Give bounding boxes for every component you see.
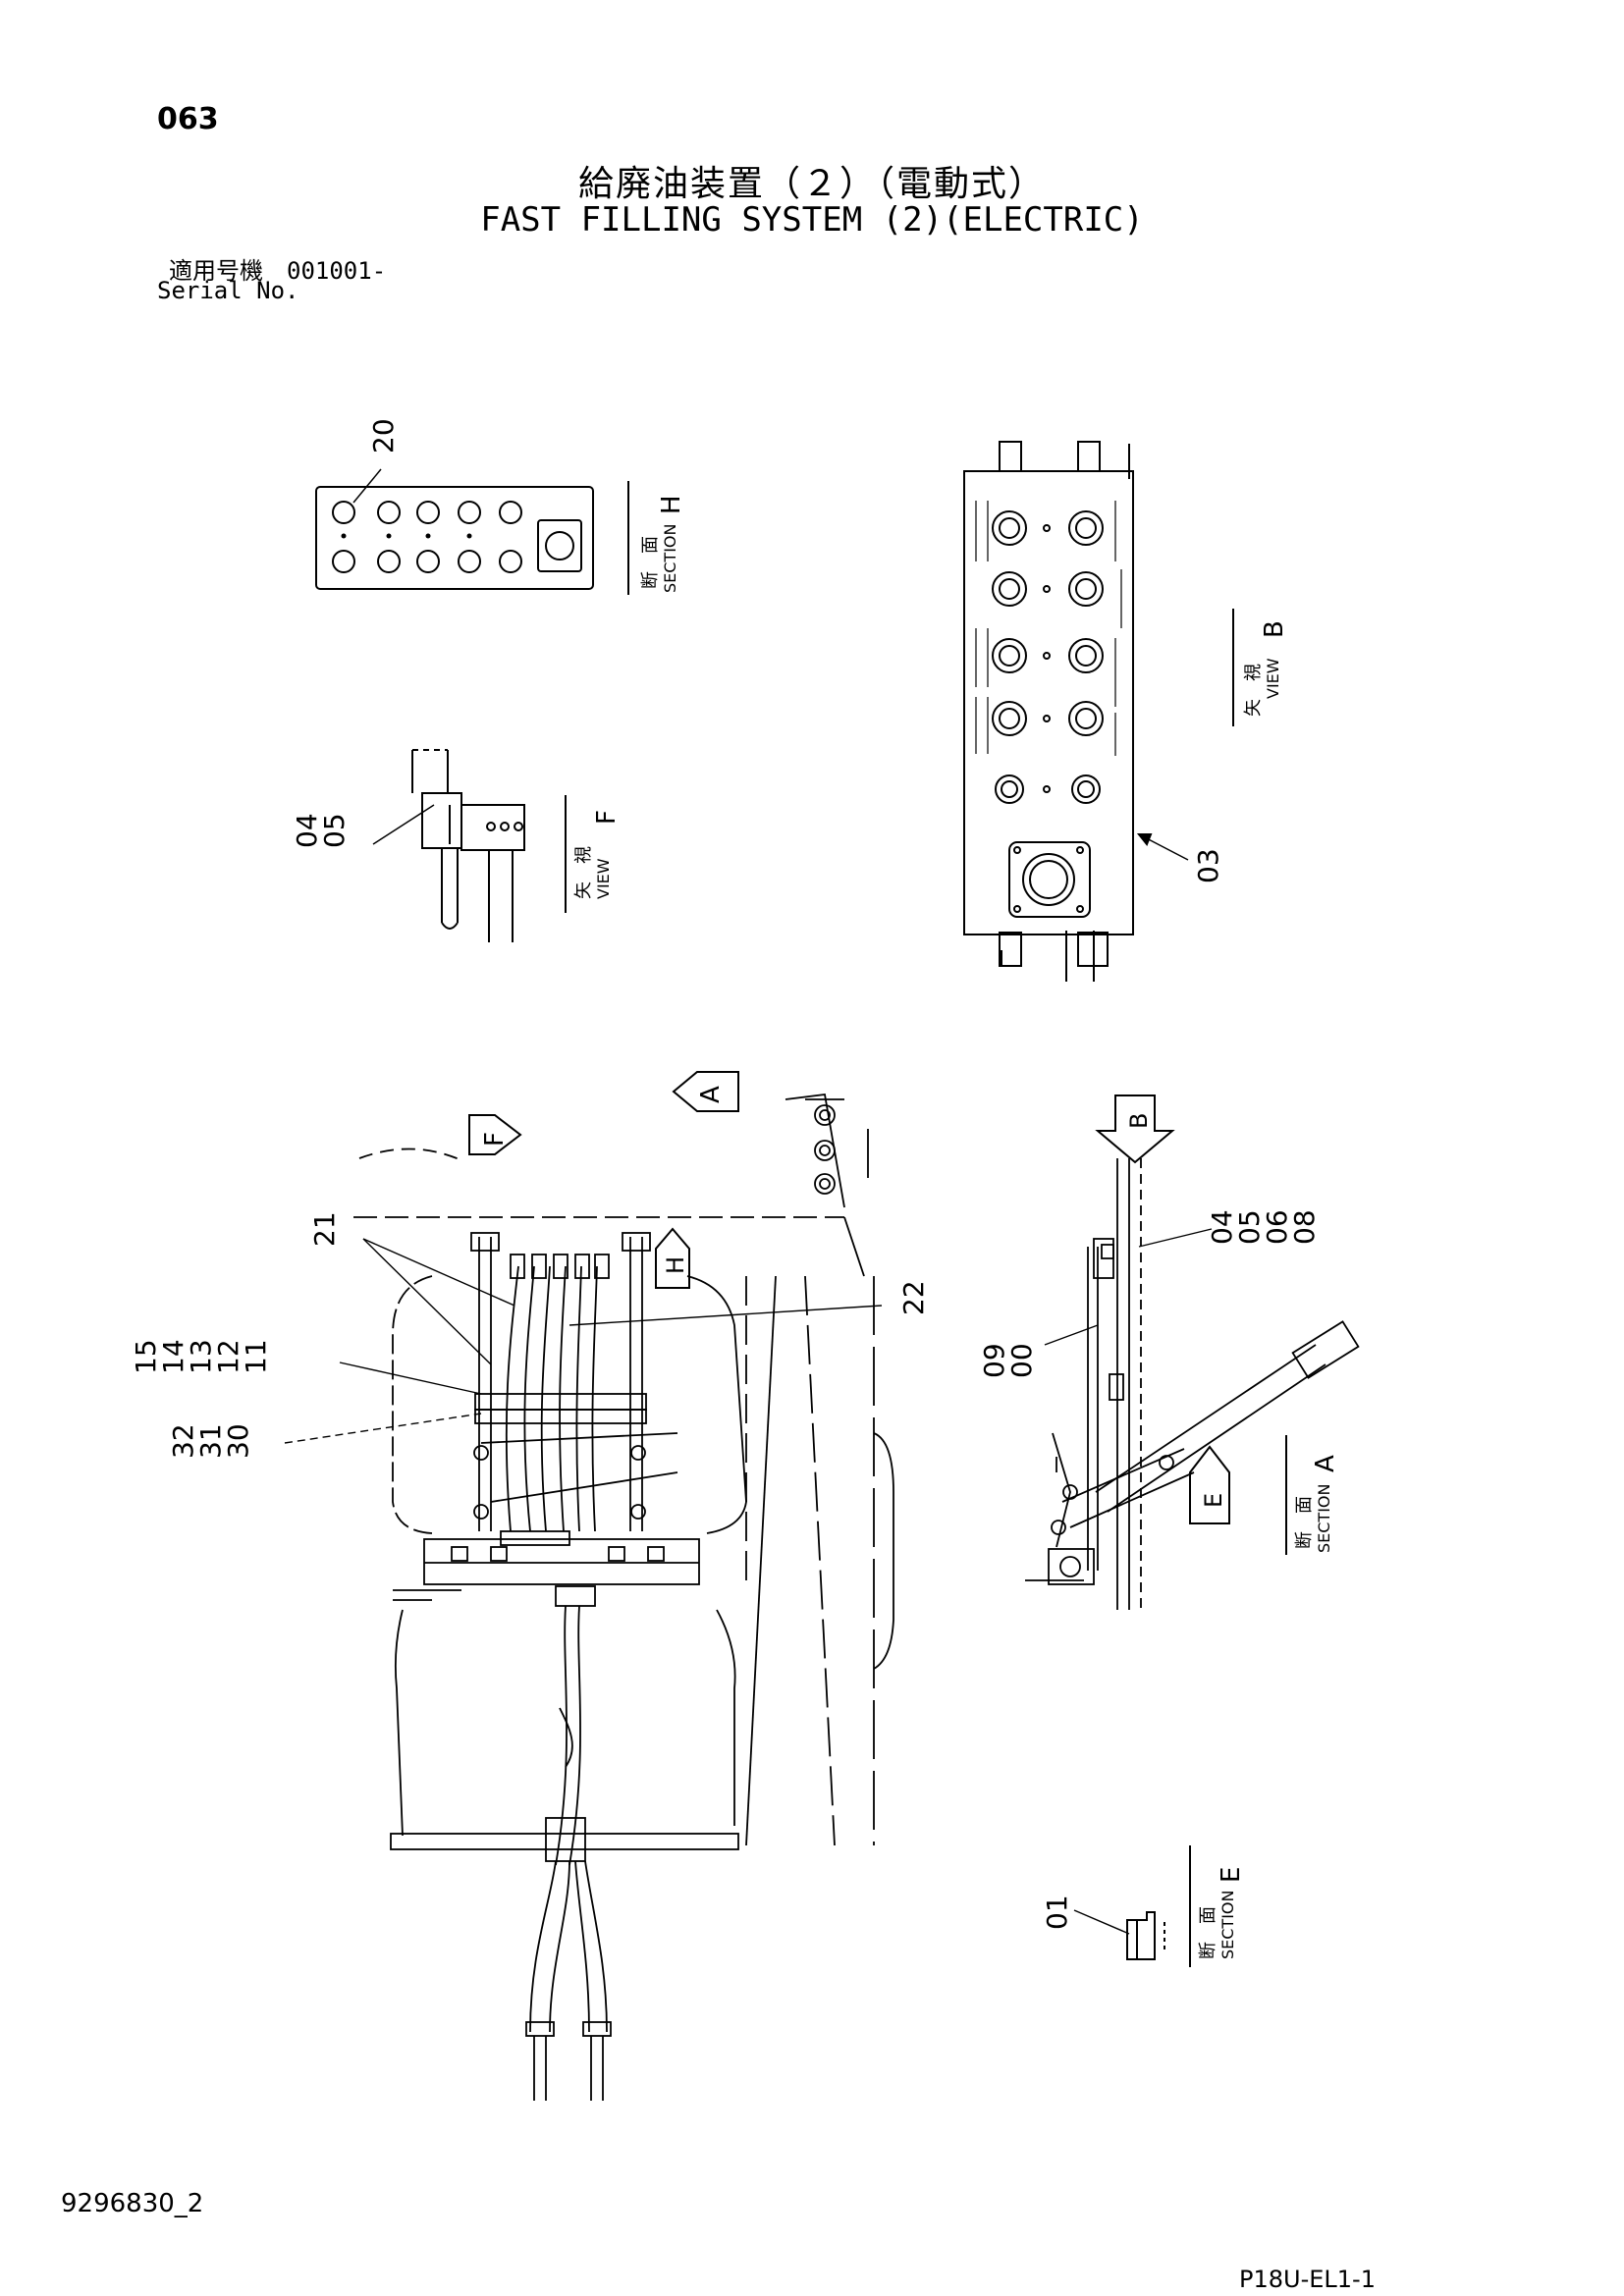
arrow-b: [1095, 1095, 1175, 1164]
main-assembly: [353, 1094, 894, 2101]
serial-label-english: Serial No.: [157, 277, 299, 304]
callout-03: 03: [1192, 848, 1224, 883]
callout-09-00: 09 00: [978, 1343, 1038, 1378]
arrow-f-letter: F: [480, 1132, 510, 1147]
page-title-japanese: 給廃油装置（２）（電動式）: [577, 164, 1046, 204]
svg-text:00: 00: [1005, 1343, 1038, 1378]
svg-text:13: 13: [185, 1339, 217, 1374]
view-b-label-jp: 矢 視: [1243, 664, 1264, 717]
svg-text:11: 11: [240, 1339, 272, 1374]
svg-text:14: 14: [157, 1339, 189, 1374]
arrow-a: [672, 1071, 739, 1112]
section-a-label-jp: 断 面: [1294, 1496, 1315, 1549]
label-view-b: 矢 視 VIEW B: [1232, 609, 1289, 726]
view-f-label-en: VIEW: [594, 858, 613, 899]
section-e-label-jp: 断 面: [1198, 1906, 1218, 1959]
main-leaders: [284, 1238, 883, 1444]
section-e-part: [1073, 1909, 1165, 1960]
view-f-fitting: [372, 749, 525, 942]
callout-11-15: 15 14 13 12 11 32 31 30: [130, 1339, 272, 1459]
page-number: 063: [157, 102, 219, 136]
section-h-panel: [315, 468, 594, 590]
serial-label-japanese: 適用号機 001001-: [169, 257, 387, 285]
arrow-a-letter: A: [696, 1086, 726, 1103]
svg-text:08: 08: [1288, 1209, 1321, 1245]
callout-20: 20: [367, 418, 400, 454]
arrow-f: [468, 1114, 522, 1155]
svg-text:12: 12: [212, 1339, 244, 1374]
callout-04-05: 04: [291, 813, 323, 848]
callout-04-08: 04 05 06 08: [1206, 1209, 1321, 1245]
arrow-h-letter: H: [662, 1256, 689, 1274]
arrow-h: [655, 1227, 690, 1289]
view-b-label-en: VIEW: [1264, 658, 1282, 699]
section-h-label-jp: 断 面: [640, 536, 661, 589]
view-b-panel: [963, 441, 1189, 982]
svg-text:15: 15: [130, 1339, 162, 1374]
section-a-label-en: SECTION: [1315, 1484, 1333, 1554]
section-a-assembly: [1025, 1158, 1360, 1610]
section-e-label-en: SECTION: [1218, 1891, 1237, 1960]
section-h-label-en: SECTION: [661, 524, 679, 594]
svg-text:06: 06: [1261, 1209, 1293, 1245]
arrow-e-letter: E: [1200, 1493, 1227, 1508]
document-id: 9296830_2: [61, 2189, 204, 2218]
arrow-e: [1189, 1445, 1230, 1524]
callout-01: 01: [1041, 1895, 1073, 1930]
svg-text:05: 05: [318, 813, 351, 848]
svg-text:09: 09: [978, 1343, 1010, 1378]
section-e-label-letter: E: [1217, 1867, 1246, 1883]
label-section-e: 断 面 SECTION E: [1189, 1845, 1246, 1967]
callout-22: 22: [897, 1280, 930, 1315]
svg-text:05: 05: [1233, 1209, 1266, 1245]
view-f-label-letter: F: [592, 810, 622, 825]
view-b-label-letter: B: [1260, 620, 1289, 638]
label-view-f: 矢 視 VIEW F: [565, 795, 622, 913]
section-h-label-letter: H: [657, 495, 686, 514]
section-a-label-letter: A: [1311, 1455, 1340, 1472]
svg-text:32: 32: [167, 1423, 199, 1459]
arrow-b-letter: B: [1125, 1113, 1153, 1129]
label-section-a: 断 面 SECTION A: [1285, 1435, 1340, 1555]
svg-text:04: 04: [1206, 1209, 1238, 1245]
label-section-h: 断 面 SECTION H: [627, 481, 686, 595]
svg-text:31: 31: [194, 1423, 227, 1459]
view-f-label-jp: 矢 視: [573, 846, 594, 899]
callout-21: 21: [308, 1211, 341, 1247]
sheet-id: P18U-EL1-1: [1239, 2266, 1376, 2293]
section-a-leaders: [1044, 1228, 1213, 1346]
svg-text:30: 30: [222, 1423, 254, 1459]
page-title-english: FAST FILLING SYSTEM (2)(ELECTRIC): [480, 200, 1144, 240]
